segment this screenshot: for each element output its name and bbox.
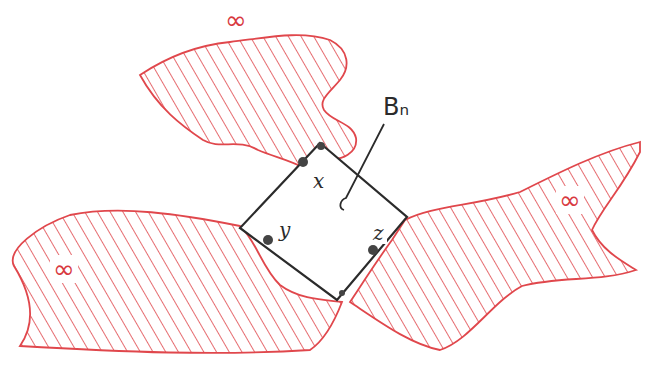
point-dot (298, 157, 308, 167)
infinity-mark: ∞ (556, 186, 584, 214)
point-label: y (276, 219, 293, 241)
point-dot (368, 245, 378, 255)
point-dot (263, 235, 273, 245)
infinity-mark: ∞ (50, 255, 78, 283)
region-right (350, 142, 640, 350)
infinity-mark: ∞ (222, 6, 250, 34)
region-top (140, 35, 356, 166)
square-outline (240, 143, 407, 300)
point-dot (317, 142, 325, 150)
point-label: x (310, 170, 327, 192)
point-label: z (370, 222, 387, 244)
set-name: Bₙ (380, 94, 412, 120)
leader-line (340, 124, 384, 210)
point-dot (339, 290, 345, 296)
region-left (13, 211, 342, 353)
